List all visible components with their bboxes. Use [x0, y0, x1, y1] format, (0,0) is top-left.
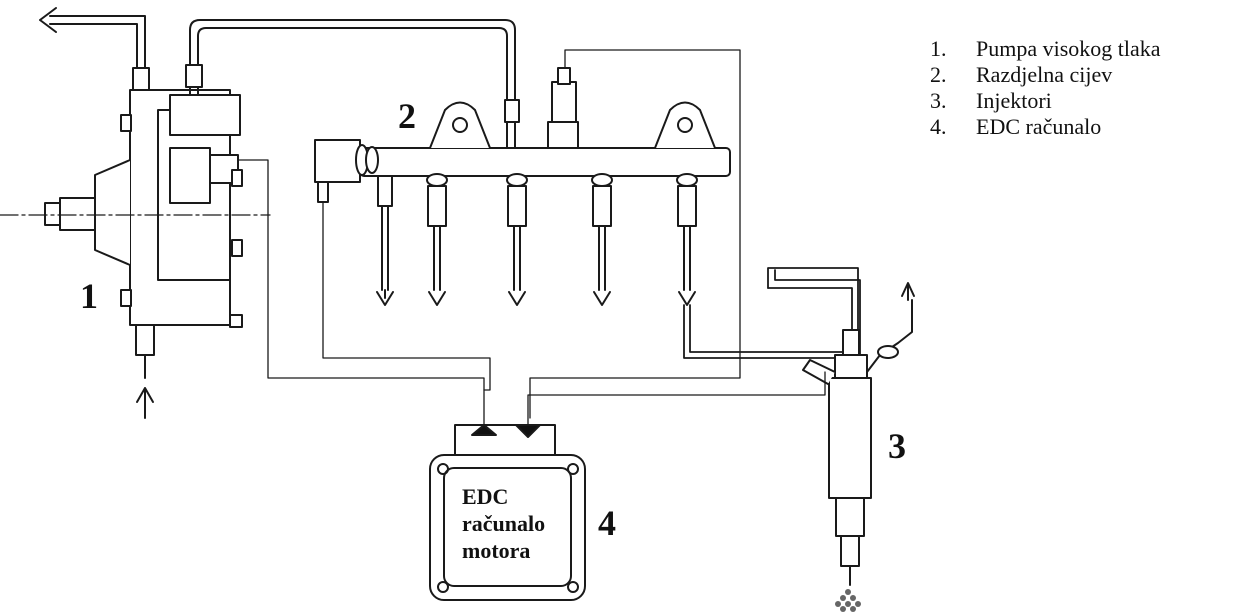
legend-item: 4. EDC računalo — [930, 114, 1161, 140]
legend-number: 4. — [930, 114, 947, 139]
edc-label-line1: EDC — [462, 484, 509, 509]
high-pressure-pump — [0, 7, 520, 419]
common-rail — [314, 49, 861, 419]
legend: 1.Pumpa visokog tlaka 2.Razdjelna cijev … — [930, 36, 1161, 140]
edc-label: EDC računalo motora — [462, 483, 572, 564]
legend-number: 1. — [930, 36, 947, 61]
edc-label-line3: motora — [462, 538, 531, 563]
label-ecu-number: 4 — [598, 503, 616, 543]
signal-wires — [237, 159, 826, 426]
edc-label-line2: računalo — [462, 511, 546, 536]
label-rail-number: 2 — [398, 96, 416, 136]
legend-label: Razdjelna cijev — [976, 62, 1113, 87]
legend-label: Pumpa visokog tlaka — [976, 36, 1161, 61]
injector — [802, 282, 915, 612]
legend-item: 2. Razdjelna cijev — [930, 62, 1161, 88]
legend-item: 3. Injektori — [930, 88, 1161, 114]
label-injector-number: 3 — [888, 426, 906, 466]
label-pump-number: 1 — [80, 276, 98, 316]
legend-label: EDC računalo — [976, 114, 1102, 139]
legend-number: 2. — [930, 62, 947, 87]
legend-number: 3. — [930, 88, 947, 113]
legend-item: 1. Pumpa visokog tlaka — [930, 36, 1161, 62]
edc-computer — [429, 424, 586, 601]
legend-label: Injektori — [976, 88, 1052, 113]
